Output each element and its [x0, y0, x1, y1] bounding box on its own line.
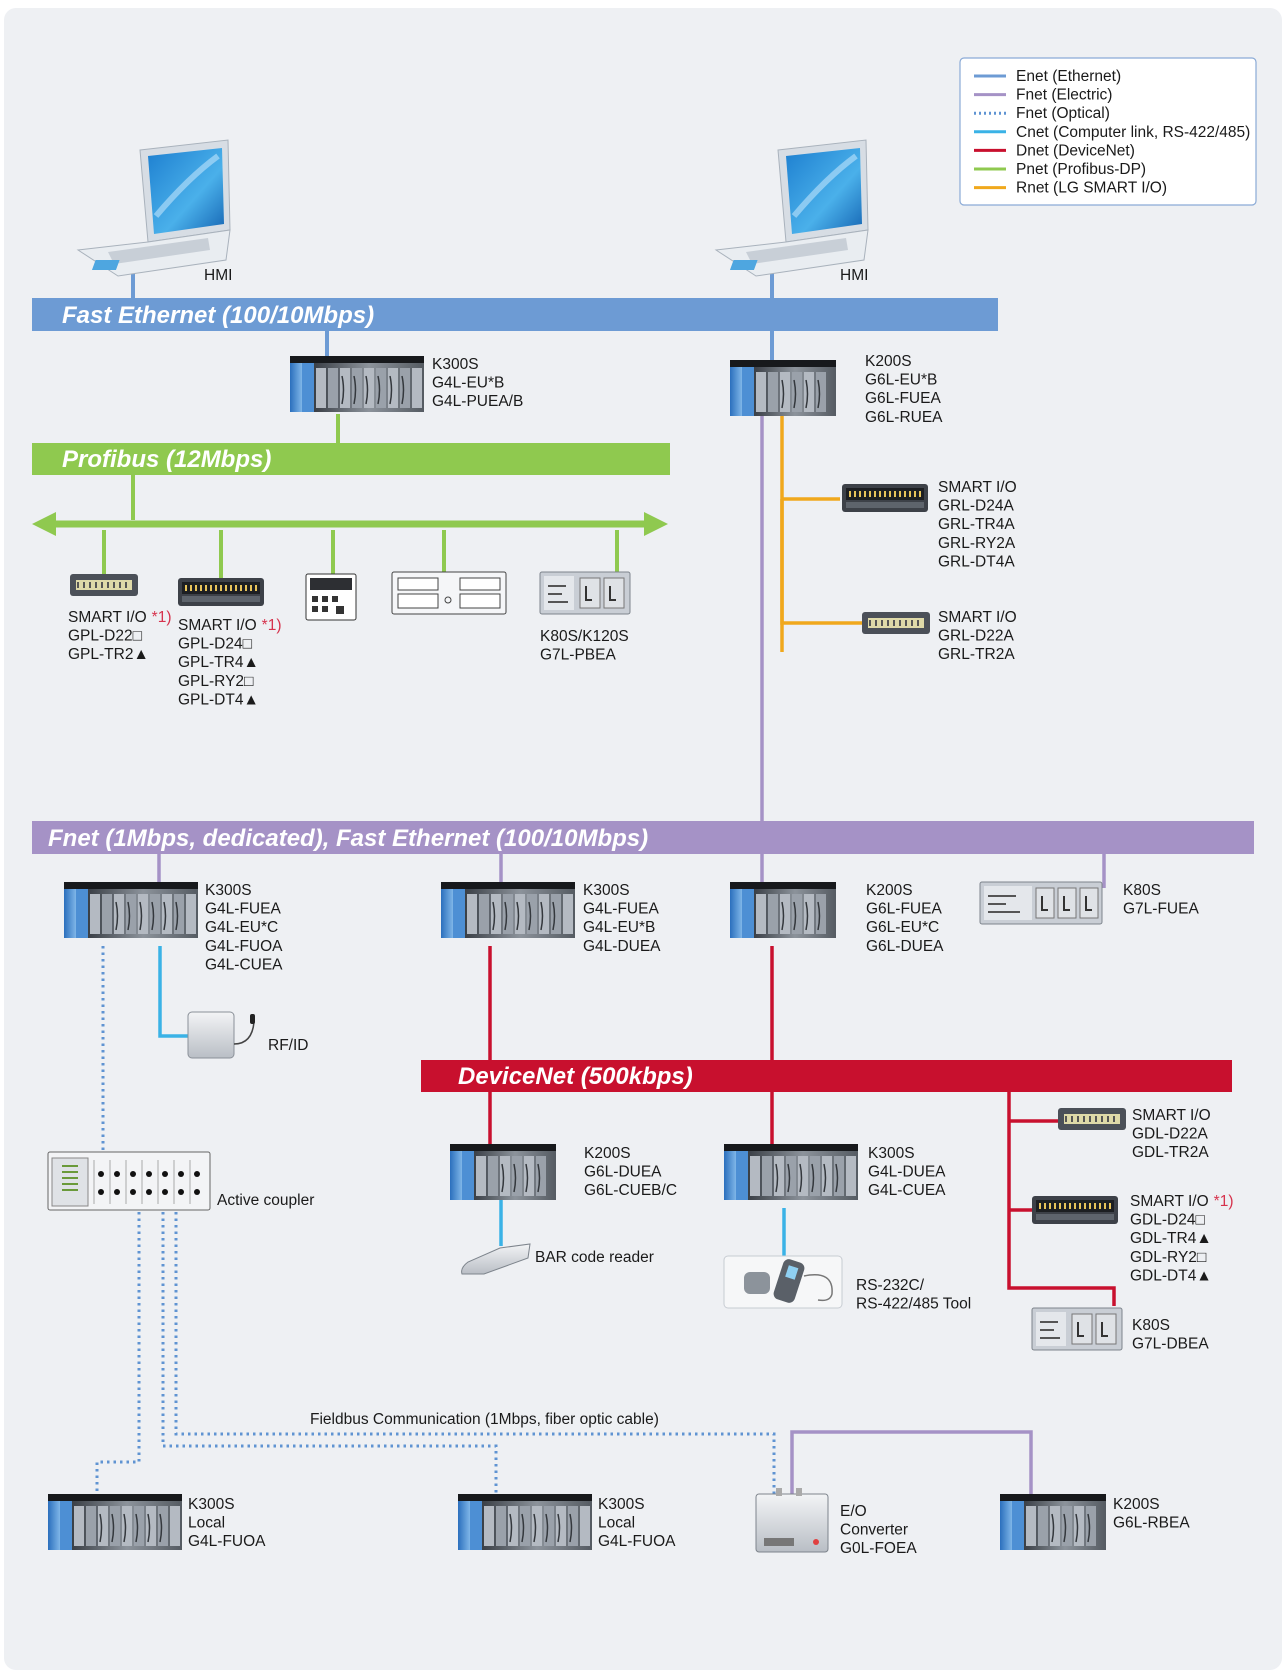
plc-rack-icon — [47, 1493, 183, 1551]
label-active-coupler: Active coupler — [217, 1192, 314, 1209]
profibus-bus-label: Profibus (12Mbps) — [62, 446, 271, 473]
smart-io-gdl-large — [1031, 1195, 1119, 1225]
plc-rack-icon — [440, 881, 576, 939]
plc-dn-k200s — [449, 1143, 557, 1201]
plc-fnet-k200s — [729, 881, 837, 939]
barcode-reader — [461, 1243, 531, 1275]
active-coupler — [47, 1151, 211, 1211]
smart-io-module-icon — [841, 483, 929, 513]
fieldbus-label: Fieldbus Communication (1Mbps, fiber opt… — [310, 1411, 659, 1428]
plc-remote-k200s — [999, 1493, 1107, 1551]
profibus-bus: Profibus (12Mbps) — [32, 443, 670, 475]
devicenet-bus-label: DeviceNet (500kbps) — [458, 1063, 693, 1090]
profibus-arrow-line — [32, 512, 668, 536]
eo-converter — [755, 1488, 829, 1553]
legend-label: Cnet (Computer link, RS-422/485) — [1016, 124, 1250, 141]
plc-rack-icon — [723, 1143, 859, 1201]
fnet-bus: Fnet (1Mbps, dedicated), Fast Ethernet (… — [32, 821, 1254, 854]
plc-rack-icon — [457, 1493, 593, 1551]
legend-label: Fnet (Electric) — [1016, 87, 1112, 104]
compact-plc-icon — [1031, 1307, 1123, 1351]
plc-local-1 — [47, 1493, 183, 1551]
smart-io-module-icon — [1057, 1107, 1127, 1131]
hmi-label-left: HMI — [204, 267, 232, 284]
plc-rack-icon — [729, 881, 837, 939]
plc-k300s-top — [289, 355, 425, 413]
plc-k200s-top — [729, 359, 837, 417]
plc-fnet-k300s-2 — [440, 881, 576, 939]
label-barcode: BAR code reader — [535, 1249, 654, 1266]
legend-label: Fnet (Optical) — [1016, 105, 1110, 122]
plc-dn-k300s — [723, 1143, 859, 1201]
smart-io-gpl-large — [177, 577, 265, 607]
label-smartio-p1: SMART I/O*1)GPL-D22□GPL-TR2▲ — [68, 609, 172, 663]
fast-ethernet-bus: Fast Ethernet (100/10Mbps) — [32, 298, 998, 331]
label-rfid: RF/ID — [268, 1037, 308, 1054]
smart-io-module-icon — [177, 577, 265, 607]
hmi-label-right: HMI — [840, 267, 868, 284]
smart-io-module-icon — [69, 573, 139, 597]
smart-io-grl-large — [841, 483, 929, 513]
profibus-device-rack — [391, 571, 507, 615]
smart-io-gpl-small — [69, 573, 139, 597]
k80s-devicenet — [1031, 1307, 1123, 1351]
label-smartio-p2: SMART I/O*1)GPL-D24□GPL-TR4▲GPL-RY2□GPL-… — [178, 617, 282, 708]
smart-io-grl-small — [861, 611, 931, 635]
plc-rack-icon — [999, 1493, 1107, 1551]
label-tool: RS-232C/RS-422/485 Tool — [856, 1277, 971, 1313]
legend: Enet (Ethernet) Fnet (Electric)Fnet (Opti… — [974, 68, 1250, 197]
smart-io-module-icon — [861, 611, 931, 635]
plc-rack-icon — [729, 359, 837, 417]
profibus-device-panel — [305, 573, 357, 621]
fnet-bus-label: Fnet (1Mbps, dedicated), Fast Ethernet (… — [48, 825, 648, 852]
k80s-profibus — [539, 571, 631, 615]
plc-rack-icon — [289, 355, 425, 413]
legend-label: Rnet (LG SMART I/O) — [1016, 180, 1167, 197]
legend-label: Dnet (DeviceNet) — [1016, 142, 1135, 159]
plc-fnet-k300s-1 — [63, 881, 199, 939]
devicenet-bus: DeviceNet (500kbps) — [421, 1060, 1232, 1092]
rs-tool — [723, 1255, 843, 1309]
smart-io-gdl-small — [1057, 1107, 1127, 1131]
plc-rack-icon — [63, 881, 199, 939]
smart-io-module-icon — [1031, 1195, 1119, 1225]
legend-label: Enet (Ethernet) — [1016, 68, 1121, 85]
compact-plc-icon — [539, 571, 631, 615]
legend-label: Pnet (Profibus-DP) — [1016, 161, 1146, 178]
k80s-fnet — [979, 881, 1103, 925]
fast-ethernet-bus-label: Fast Ethernet (100/10Mbps) — [62, 302, 374, 329]
plc-rack-icon — [449, 1143, 557, 1201]
plc-local-2 — [457, 1493, 593, 1551]
legend-box — [959, 57, 1257, 206]
label-smartio-d2: SMART I/O*1)GDL-D24□GDL-TR4▲GDL-RY2□GDL-… — [1130, 1193, 1234, 1284]
rfid-reader — [187, 1011, 255, 1059]
